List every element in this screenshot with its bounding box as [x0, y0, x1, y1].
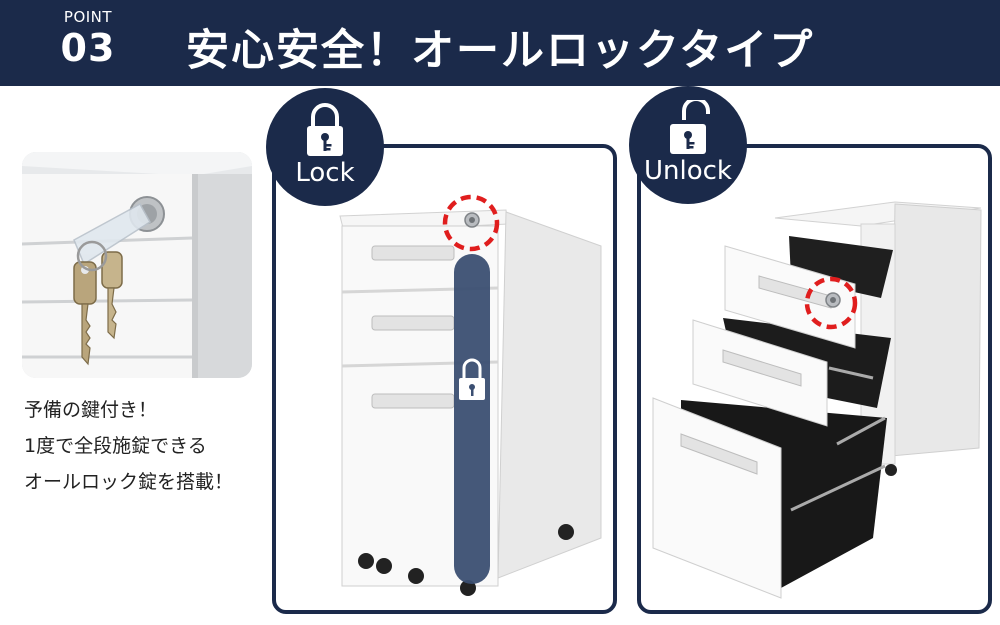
padlock-closed-icon: [307, 103, 343, 156]
small-padlock-icon: [459, 358, 485, 400]
page-title: 安心安全！オールロックタイプ: [186, 26, 815, 76]
unlocked-cabinet-illustration: [652, 201, 982, 599]
locked-cabinet-illustration: [339, 194, 602, 596]
caption-line-2: 1度で全段施錠できる: [24, 435, 207, 457]
caption-line-3: オールロック錠を搭載！: [24, 471, 234, 493]
point-number: 03: [60, 26, 116, 70]
header-banner: POINT 03 安心安全！オールロックタイプ: [0, 0, 1000, 86]
feature-caption: 予備の鍵付き！ 1度で全段施錠できる オールロック錠を搭載！: [24, 392, 233, 500]
lock-label: Lock: [295, 158, 355, 188]
unlock-label: Unlock: [644, 156, 732, 186]
lock-panel: [272, 144, 617, 614]
point-label: POINT: [63, 8, 113, 26]
lock-badge: Lock: [266, 88, 384, 206]
key-closeup-illustration: [22, 152, 252, 378]
unlock-panel: [637, 144, 992, 614]
unlock-badge: Unlock: [629, 86, 747, 204]
padlock-open-icon: [670, 100, 710, 154]
caption-line-1: 予備の鍵付き！: [24, 399, 158, 421]
key-closeup-photo: [22, 152, 252, 378]
